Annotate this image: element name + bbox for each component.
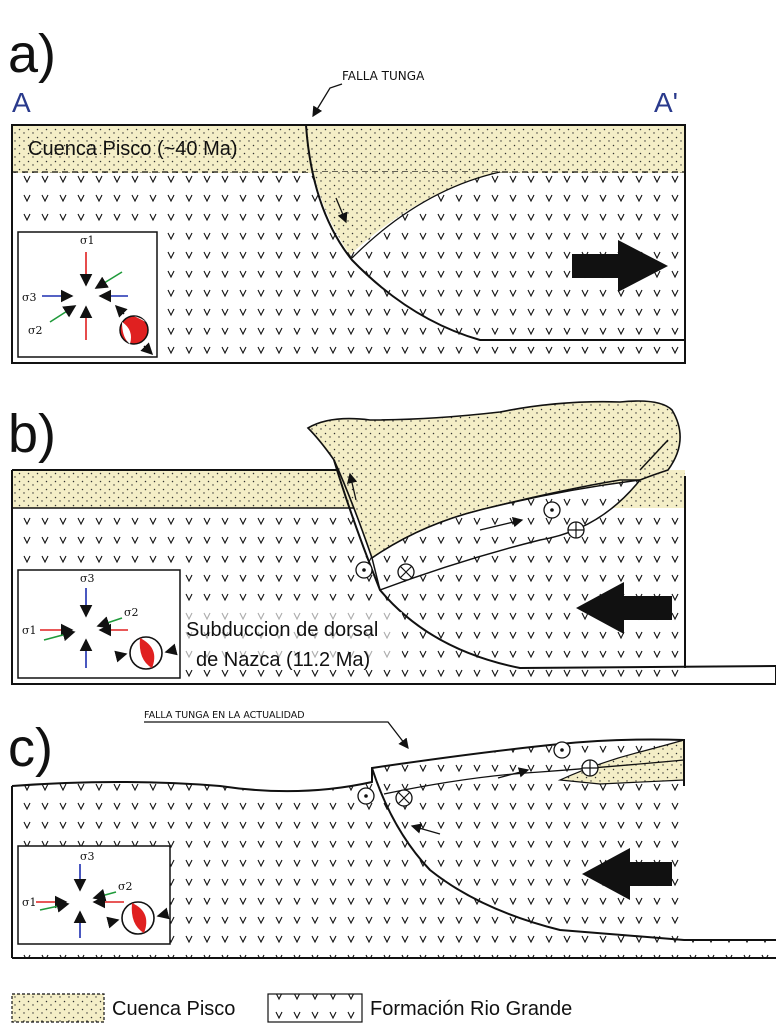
into-page-symbol-icon-c xyxy=(395,759,599,807)
upper-fault-c xyxy=(383,759,685,795)
main-fault-c xyxy=(371,767,776,941)
panel-c-letter: c) xyxy=(8,718,53,778)
cuenca-pisco-label: Cuenca Pisco (~40 Ma) xyxy=(28,138,238,160)
sigma3-label-b: σ3 xyxy=(80,572,95,585)
focal-mechanism-icon xyxy=(114,304,154,356)
stress-inset-a: σ1 σ3 σ2 xyxy=(17,231,158,358)
ridge-label-line1: Subduccion de dorsal xyxy=(186,619,378,641)
stress-inset-b: σ3 σ1 σ2 xyxy=(17,569,181,679)
formacion-rio-grande-layer-c xyxy=(12,739,776,958)
sigma3-label: σ3 xyxy=(22,291,37,304)
sigma1-label-b: σ1 xyxy=(22,624,37,637)
out-of-page-symbol-icon xyxy=(355,501,561,579)
legend-item-rio-grande: Formación Rio Grande xyxy=(267,993,572,1023)
cuenca-pisco-layer xyxy=(12,125,685,173)
extension-arrow-icon xyxy=(572,240,668,292)
section-start-label: A xyxy=(12,87,31,118)
legend-swatch-sand xyxy=(11,993,105,1023)
panel-c: c) FALLA TUNGA EN LA ACTUALIDAD σ3 σ1 xyxy=(8,710,776,959)
legend-item-cuenca-pisco: Cuenca Pisco xyxy=(11,993,235,1023)
ridge-label-line2: de Nazca (11.2 Ma) xyxy=(196,649,370,671)
slip-arrow-c2 xyxy=(497,767,530,779)
legend: Cuenca Pisco Formación Rio Grande xyxy=(11,993,572,1023)
legend-label-cuenca-pisco: Cuenca Pisco xyxy=(112,998,235,1020)
sigma1-label-c: σ1 xyxy=(22,896,37,909)
falla-tunga-label: FALLA TUNGA xyxy=(342,69,425,83)
falla-tunga-actual-leader xyxy=(144,721,409,750)
compression-arrow-icon-c xyxy=(582,848,672,900)
stress-inset-c: σ3 σ1 σ2 xyxy=(17,845,171,945)
slip-arrow-b2 xyxy=(479,517,524,531)
main-fault-b xyxy=(333,459,776,670)
legend-label-rio-grande: Formación Rio Grande xyxy=(370,998,572,1020)
compression-arrow-icon xyxy=(576,582,672,634)
into-page-symbol-icon xyxy=(397,521,585,581)
panel-b: b) Subduccion de dorsal d xyxy=(8,400,776,685)
slip-arrow-b1 xyxy=(346,472,358,501)
slip-arrow xyxy=(335,197,348,224)
sigma2-label: σ2 xyxy=(28,324,43,337)
panel-a: a) A A' FALLA TUNGA Cuenca Pisco (~40 Ma… xyxy=(8,24,686,364)
falla-tunga-actual-label: FALLA TUNGA EN LA ACTUALIDAD xyxy=(144,710,305,721)
legend-swatch-v xyxy=(267,993,363,1023)
listric-fault xyxy=(305,125,685,341)
panel-b-letter: b) xyxy=(8,404,56,464)
uplifted-pisco-block xyxy=(306,400,681,560)
topography-c xyxy=(11,738,685,793)
out-of-page-symbol-icon-c xyxy=(357,741,571,805)
sigma2-label-c: σ2 xyxy=(118,880,133,893)
sand-wedge xyxy=(306,125,500,255)
slip-arrow-c1 xyxy=(410,823,441,835)
panel-a-frame xyxy=(11,124,686,364)
antithetic-fault xyxy=(351,171,501,259)
sigma2-label-b: σ2 xyxy=(124,606,139,619)
sigma1-label: σ1 xyxy=(80,234,95,247)
section-end-label: A' xyxy=(654,87,678,118)
focal-mechanism-icon-c xyxy=(106,901,170,935)
sigma3-label-c: σ3 xyxy=(80,850,95,863)
thrust-slice xyxy=(371,479,642,591)
panel-a-letter: a) xyxy=(8,24,56,84)
falla-tunga-leader xyxy=(312,83,343,118)
focal-mechanism-icon-b xyxy=(114,636,178,670)
